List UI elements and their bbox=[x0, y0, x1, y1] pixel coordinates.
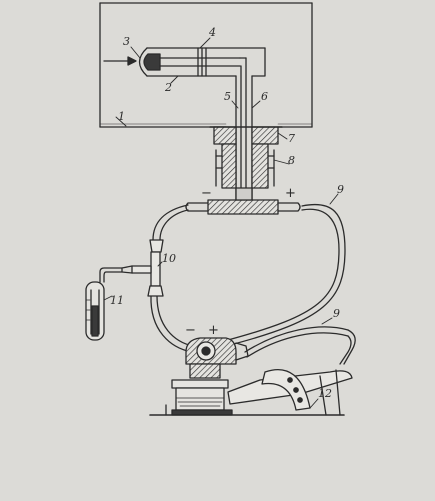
label-2: 2 bbox=[164, 81, 172, 94]
label-1: 1 bbox=[118, 110, 125, 123]
lower-plus-sign: + bbox=[208, 323, 219, 338]
pedal-pump bbox=[149, 329, 356, 416]
label-9-lower: 9 bbox=[333, 307, 340, 320]
upper-minus-sign: − bbox=[201, 186, 212, 201]
lower-junction bbox=[185, 337, 249, 379]
part-labels: 1 2 3 4 5 6 7 8 9 9 10 11 12 bbox=[110, 26, 344, 400]
tubes bbox=[150, 203, 349, 358]
label-9-upper: 9 bbox=[337, 183, 344, 196]
label-4: 4 bbox=[208, 26, 216, 39]
tee-connector bbox=[99, 239, 164, 297]
mounting-flange bbox=[209, 126, 283, 145]
manometer bbox=[85, 281, 105, 341]
threaded-gland bbox=[215, 143, 275, 189]
lower-minus-sign: − bbox=[185, 323, 196, 338]
polarity-signs: − + − + bbox=[185, 186, 296, 338]
label-10: 10 bbox=[162, 252, 176, 265]
upper-plus-sign: + bbox=[285, 186, 296, 201]
horizontal-probe bbox=[138, 47, 266, 77]
label-12: 12 bbox=[318, 387, 332, 400]
label-3: 3 bbox=[123, 35, 130, 48]
label-5: 5 bbox=[224, 90, 231, 103]
upper-junction bbox=[185, 187, 301, 215]
label-7: 7 bbox=[288, 132, 295, 145]
duct-chamber bbox=[99, 2, 313, 128]
label-11: 11 bbox=[110, 294, 124, 307]
leader-lines bbox=[103, 37, 339, 409]
airflow-arrow bbox=[103, 56, 137, 66]
label-8: 8 bbox=[288, 154, 295, 167]
label-6: 6 bbox=[261, 90, 268, 103]
